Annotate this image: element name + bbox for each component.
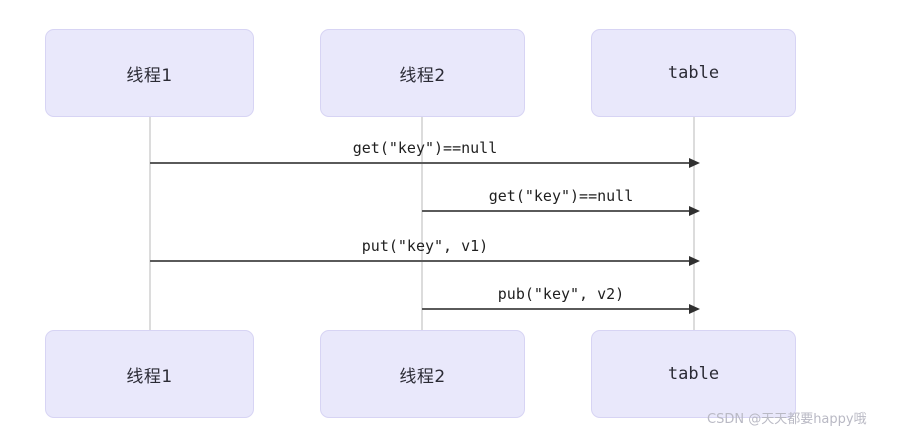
message-label-1: get("key")==null xyxy=(352,139,498,157)
participant-label-thread1-top: 线程1 xyxy=(126,65,173,86)
participant-box-thread1-bottom[interactable]: 线程1 xyxy=(45,330,254,418)
lifeline-thread1 xyxy=(149,117,151,330)
message-line-1 xyxy=(150,162,690,164)
message-line-2 xyxy=(422,210,690,212)
participant-label-table-top: table xyxy=(667,63,720,83)
message-arrowhead-3 xyxy=(689,256,700,266)
participant-label-thread2-bottom: 线程2 xyxy=(399,366,446,387)
participant-label-thread2-top: 线程2 xyxy=(399,65,446,86)
lifeline-table xyxy=(693,117,695,330)
participant-box-thread2-bottom[interactable]: 线程2 xyxy=(320,330,525,418)
message-arrowhead-1 xyxy=(689,158,700,168)
message-line-4 xyxy=(422,308,690,310)
message-arrowhead-4 xyxy=(689,304,700,314)
message-label-3: put("key", v1) xyxy=(361,237,489,255)
participant-box-thread1-top[interactable]: 线程1 xyxy=(45,29,254,117)
participant-label-thread1-bottom: 线程1 xyxy=(126,366,173,387)
lifeline-thread2 xyxy=(421,117,423,330)
message-label-2: get("key")==null xyxy=(488,187,634,205)
message-label-4: pub("key", v2) xyxy=(497,285,625,303)
message-line-3 xyxy=(150,260,690,262)
watermark: CSDN @天天都要happy哦 xyxy=(707,412,867,427)
participant-box-table-top[interactable]: table xyxy=(591,29,796,117)
message-arrowhead-2 xyxy=(689,206,700,216)
participant-label-table-bottom: table xyxy=(667,364,720,384)
participant-box-thread2-top[interactable]: 线程2 xyxy=(320,29,525,117)
participant-box-table-bottom[interactable]: table xyxy=(591,330,796,418)
